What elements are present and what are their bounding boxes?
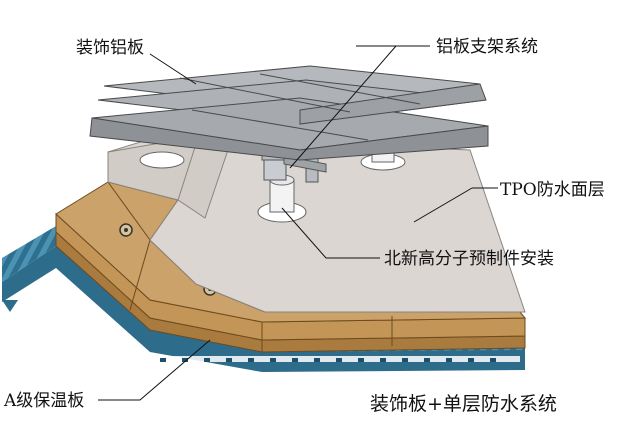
leader-lines	[98, 45, 498, 401]
leader-tpo	[413, 187, 473, 223]
label-tpo-layer: TPO防水面层	[500, 180, 605, 200]
leader-prefab	[281, 207, 380, 259]
system-caption: 装饰板+单层防水系统	[370, 393, 557, 415]
label-prefab-install: 北新高分子预制件安装	[384, 249, 554, 269]
label-support-system: 铝板支架系统	[436, 37, 538, 57]
leader-support-system	[289, 45, 397, 169]
aluminum-panels	[89, 65, 489, 161]
tpo-membrane	[107, 135, 526, 313]
leader-aluminum-panel	[149, 53, 197, 85]
label-insulation-board: A级保温板	[4, 391, 85, 411]
label-aluminum-panel: 装饰铝板	[76, 38, 144, 58]
insulation-board	[55, 181, 527, 353]
leader-insulation	[98, 339, 211, 401]
